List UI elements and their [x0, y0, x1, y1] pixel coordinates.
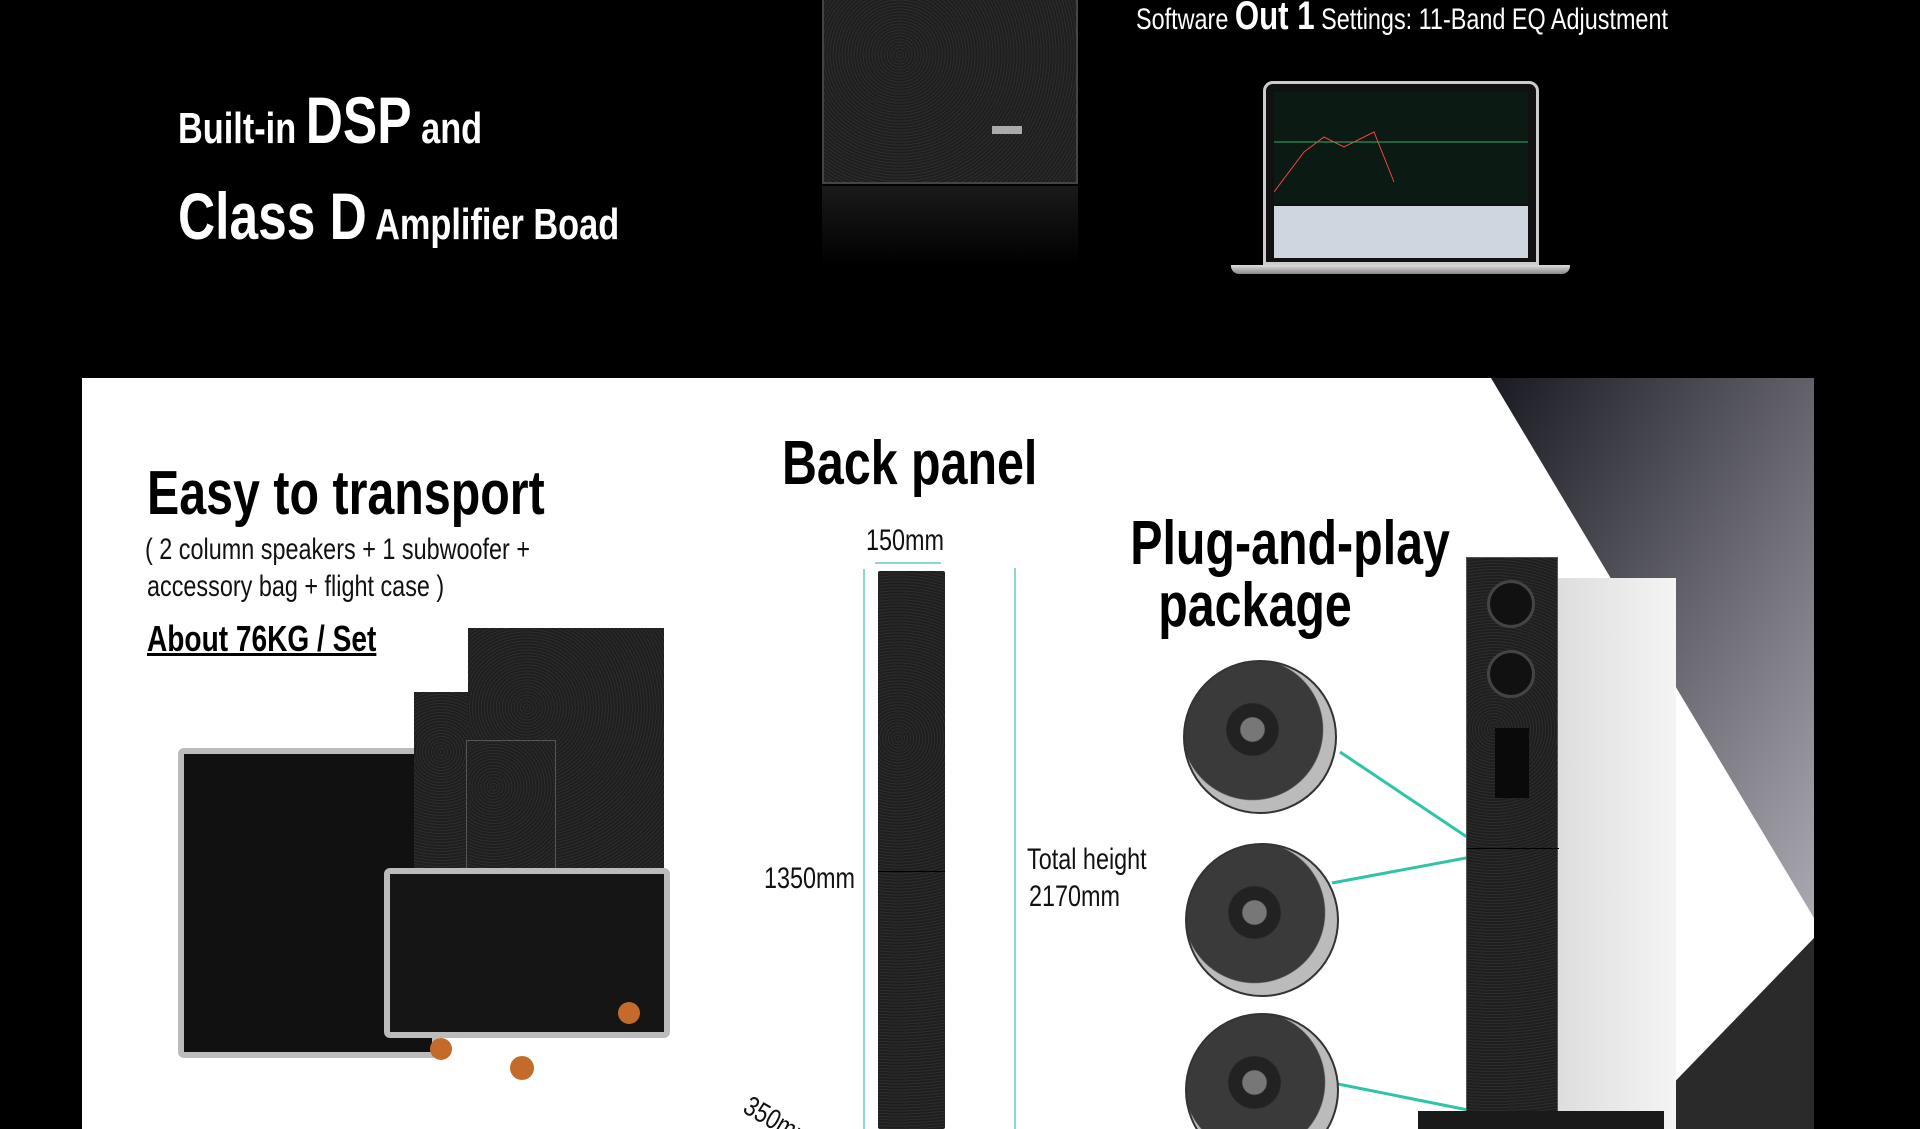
tweeter — [1495, 728, 1529, 798]
wheel — [430, 1038, 452, 1060]
seam — [1467, 848, 1559, 849]
text: Settings: 11-Band EQ Adjustment — [1314, 3, 1668, 36]
width-label: 150mm — [866, 524, 945, 557]
back-panel-title: Back panel — [782, 429, 1038, 498]
text: Class D — [178, 179, 367, 253]
transport-line2: accessory bag + flight case ) — [147, 570, 445, 603]
product-panel: Easy to transport ( 2 column speakers + … — [82, 378, 1814, 1129]
weight-label: About 76KG / Set — [147, 618, 377, 659]
eq-curve — [1273, 131, 1528, 193]
text: Built-in — [178, 104, 306, 153]
dimension-line-right — [1014, 568, 1016, 1129]
height-label: 1350mm — [764, 862, 856, 895]
subwoofer-image — [822, 0, 1078, 184]
width-line — [875, 562, 941, 564]
connector-detail-circle — [1185, 843, 1339, 997]
connector-lines — [1331, 750, 1489, 1116]
wheel — [510, 1056, 534, 1080]
text: Out 1 — [1234, 0, 1315, 38]
laptop-base — [1231, 265, 1570, 274]
subwoofer-top — [1418, 1111, 1664, 1129]
column-speaker-front — [1466, 557, 1559, 1129]
reflection — [822, 186, 1078, 266]
seam — [878, 871, 945, 872]
text: DSP — [305, 83, 412, 157]
dsp-heading-line2: Class D Amplifier Boad — [178, 178, 619, 254]
eq-graph — [1273, 92, 1528, 204]
logo-badge — [992, 126, 1022, 134]
text: package — [1158, 571, 1352, 640]
total-height-label: Total height — [1027, 843, 1147, 876]
dimension-line-left — [863, 569, 865, 1129]
wheel — [618, 1002, 640, 1024]
transport-title: Easy to transport — [147, 459, 545, 528]
dsp-heading-line1: Built-in DSP and — [178, 82, 482, 158]
connector-detail-circle — [1183, 660, 1337, 814]
connector-detail-circle — [1185, 1013, 1339, 1129]
text: Amplifier Boad — [366, 200, 620, 249]
total-height-value: 2170mm — [1029, 880, 1121, 913]
plug-and-play-title: Plug-and-play package — [1095, 513, 1450, 640]
eq-controls — [1274, 206, 1528, 258]
software-caption: Software Out 1 Settings: 11-Band EQ Adju… — [1136, 0, 1668, 39]
text: and — [411, 104, 483, 153]
driver — [1487, 650, 1535, 698]
text: Software — [1136, 3, 1235, 36]
speaker-shadow — [1556, 578, 1676, 1129]
laptop-image — [1263, 81, 1539, 265]
transport-line1: ( 2 column speakers + 1 subwoofer + — [145, 533, 531, 566]
driver — [1487, 580, 1535, 628]
column-speaker-back — [878, 571, 945, 1129]
